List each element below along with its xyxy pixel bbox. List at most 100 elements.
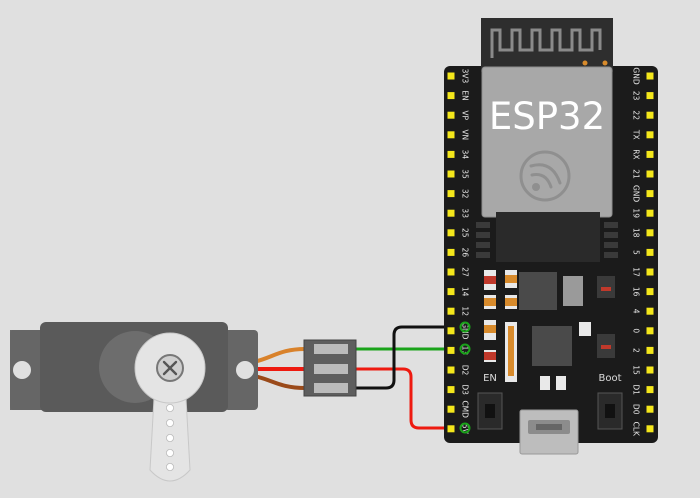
pin-left-3[interactable] — [447, 131, 455, 139]
boot-button-label: Boot — [598, 373, 621, 384]
pin-label-left-18: 5V — [461, 424, 470, 435]
pin-right-11[interactable] — [646, 288, 654, 296]
pin-label-left-3: VN — [461, 129, 470, 140]
pin-label-right-2: 22 — [632, 110, 641, 120]
pin-left-5[interactable] — [447, 170, 455, 178]
pin-right-15[interactable] — [646, 366, 654, 374]
pin-label-left-1: EN — [461, 90, 470, 100]
en-button[interactable] — [477, 392, 503, 430]
wire-ground-black[interactable] — [347, 325, 458, 390]
pin-label-left-14: 13 — [461, 346, 470, 356]
pin-right-8[interactable] — [646, 229, 654, 237]
rf-module — [481, 66, 613, 218]
pin-label-left-15: D2 — [461, 365, 470, 376]
pin-label-right-9: 5 — [632, 250, 641, 255]
pin-left-18[interactable] — [447, 425, 455, 433]
pin-left-14[interactable] — [447, 346, 455, 354]
pin-left-2[interactable] — [447, 111, 455, 119]
pin-label-right-16: D1 — [632, 384, 641, 395]
pin-label-right-4: RX — [632, 149, 641, 159]
pin-label-right-10: 17 — [632, 267, 641, 277]
pin-label-right-13: 0 — [632, 328, 641, 333]
pin-label-right-17: D0 — [632, 404, 641, 415]
pin-label-right-7: 19 — [632, 208, 641, 218]
micro-usb-port[interactable] — [519, 409, 579, 455]
pcb-antenna-icon — [481, 18, 613, 72]
en-button-label: EN — [483, 373, 497, 384]
pin-label-right-1: 23 — [632, 91, 641, 101]
pin-right-16[interactable] — [646, 386, 654, 394]
pin-left-17[interactable] — [447, 405, 455, 413]
servo-connector[interactable] — [303, 339, 357, 397]
pin-left-15[interactable] — [447, 366, 455, 374]
wire-power-red[interactable] — [347, 367, 458, 430]
pin-left-13[interactable] — [447, 327, 455, 335]
smd-components — [484, 270, 615, 390]
pin-label-right-8: 18 — [632, 228, 641, 238]
pin-label-left-9: 26 — [461, 248, 470, 258]
pin-left-6[interactable] — [447, 190, 455, 198]
pin-label-right-5: 21 — [632, 169, 641, 179]
pin-label-right-18: CLK — [632, 422, 641, 437]
pin-left-4[interactable] — [447, 150, 455, 158]
module-pads — [476, 212, 618, 262]
pin-right-10[interactable] — [646, 268, 654, 276]
pin-label-right-14: 2 — [632, 348, 641, 353]
pin-left-9[interactable] — [447, 248, 455, 256]
pin-label-left-17: CMD — [461, 400, 470, 418]
servo-horn-holes — [165, 403, 174, 471]
pin-label-right-12: 4 — [632, 309, 641, 314]
pin-left-16[interactable] — [447, 386, 455, 394]
pin-label-left-6: 32 — [461, 189, 470, 199]
espressif-logo-icon — [519, 150, 571, 202]
pin-label-left-8: 25 — [461, 228, 470, 238]
pin-label-left-5: 35 — [461, 169, 470, 179]
pin-left-12[interactable] — [447, 307, 455, 315]
pin-right-0[interactable] — [646, 72, 654, 80]
boot-button[interactable] — [597, 392, 623, 430]
esp32-board[interactable]: ESP32 — [444, 18, 658, 455]
pin-label-right-0: GND — [632, 67, 641, 84]
pin-right-7[interactable] — [646, 209, 654, 217]
pin-right-3[interactable] — [646, 131, 654, 139]
pin-right-4[interactable] — [646, 150, 654, 158]
chip-label: ESP32 — [489, 95, 605, 138]
pin-label-right-6: GND — [632, 185, 641, 202]
pin-right-14[interactable] — [646, 346, 654, 354]
pin-left-8[interactable] — [447, 229, 455, 237]
pin-right-13[interactable] — [646, 327, 654, 335]
pin-label-left-4: 34 — [461, 150, 470, 160]
pin-label-right-15: 15 — [632, 365, 641, 375]
pin-right-9[interactable] — [646, 248, 654, 256]
pin-right-6[interactable] — [646, 190, 654, 198]
pin-right-5[interactable] — [646, 170, 654, 178]
pin-label-left-2: VP — [461, 110, 470, 120]
pin-label-right-3: TX — [632, 129, 641, 140]
pin-label-right-11: 16 — [632, 287, 641, 297]
pin-label-left-11: 14 — [461, 287, 470, 297]
pin-right-1[interactable] — [646, 92, 654, 100]
pin-left-7[interactable] — [447, 209, 455, 217]
pin-label-left-0: 3V3 — [461, 69, 470, 84]
pin-label-left-10: 27 — [461, 267, 470, 277]
screw-icon — [162, 360, 178, 376]
pin-right-18[interactable] — [646, 425, 654, 433]
pin-right-2[interactable] — [646, 111, 654, 119]
pin-left-11[interactable] — [447, 288, 455, 296]
wire-end-markers — [459, 321, 471, 434]
pin-label-left-12: 12 — [461, 306, 470, 316]
pin-left-0[interactable] — [447, 72, 455, 80]
pin-label-left-7: 33 — [461, 208, 470, 218]
pin-left-10[interactable] — [447, 268, 455, 276]
servo-horn[interactable] — [149, 379, 191, 482]
pin-label-left-16: D3 — [461, 384, 470, 395]
left-pin-labels: 3V3ENVPVN343532332526271412GND13D2D3CMD5… — [461, 69, 470, 435]
pin-right-12[interactable] — [646, 307, 654, 315]
right-header-pins — [646, 72, 654, 433]
pin-left-1[interactable] — [447, 92, 455, 100]
pin-right-17[interactable] — [646, 405, 654, 413]
left-header-pins — [447, 72, 455, 433]
servo-motor[interactable] — [10, 322, 258, 482]
